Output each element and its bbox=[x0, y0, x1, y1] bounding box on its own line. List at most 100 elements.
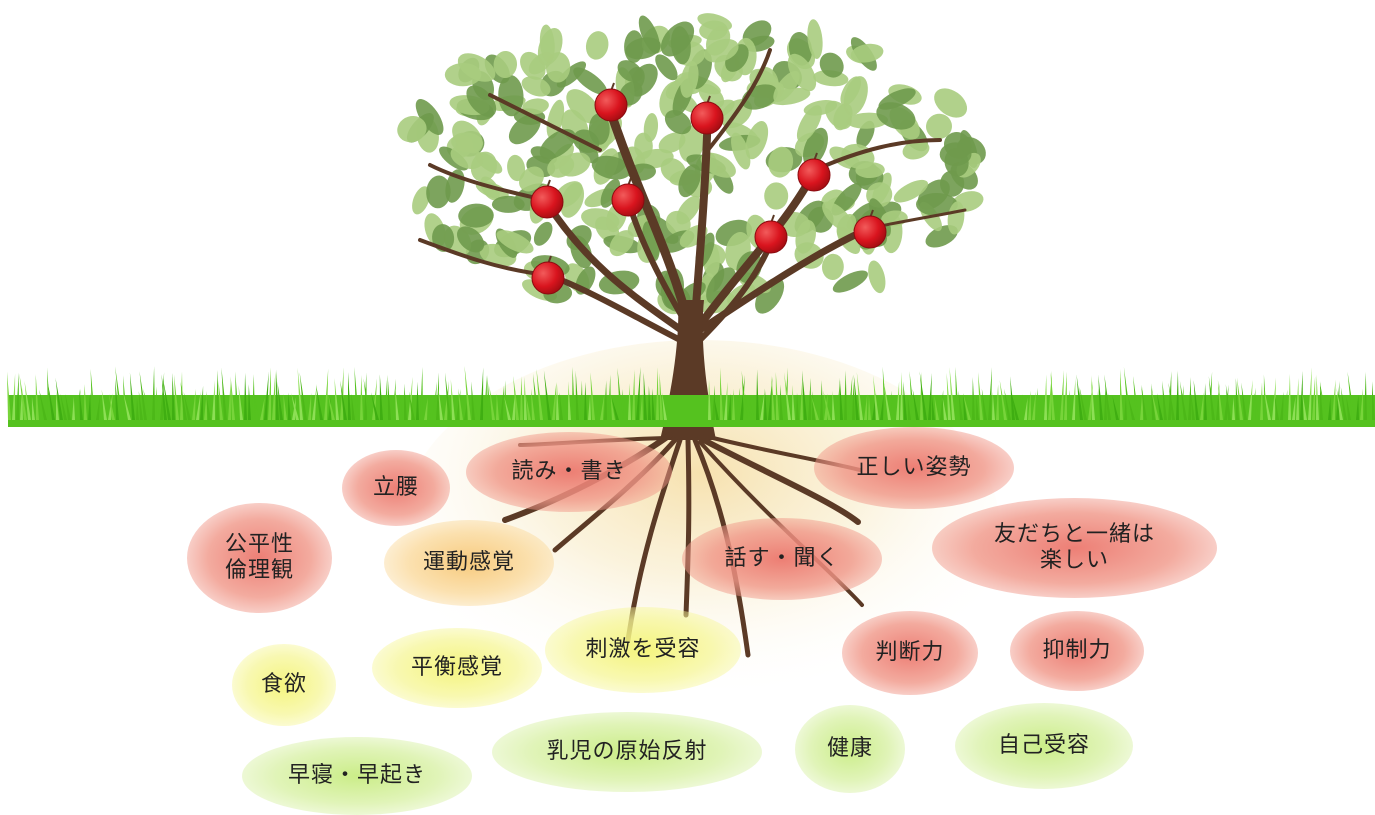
grass-blade bbox=[556, 383, 559, 420]
leaf bbox=[678, 164, 701, 198]
grass-blade bbox=[992, 391, 995, 420]
grass-blade bbox=[531, 388, 535, 420]
leaf bbox=[655, 54, 678, 81]
grass-blade bbox=[732, 389, 735, 420]
grass-blade bbox=[1112, 395, 1119, 420]
leaf bbox=[787, 53, 817, 92]
grass-blade bbox=[536, 368, 543, 420]
grass-blade bbox=[254, 393, 259, 420]
grass-blade bbox=[143, 388, 151, 420]
grass-blade bbox=[7, 371, 11, 420]
grass-blade bbox=[496, 393, 499, 420]
grass-blade bbox=[1176, 370, 1179, 420]
grass-blade bbox=[736, 387, 741, 420]
grass-blade bbox=[1148, 388, 1153, 420]
grass-blade bbox=[172, 372, 175, 420]
leaf bbox=[591, 155, 632, 180]
apple bbox=[690, 101, 724, 135]
grass-blade bbox=[1253, 393, 1259, 420]
grass-blade bbox=[824, 393, 828, 420]
leaf bbox=[660, 21, 695, 57]
grass-blade bbox=[1004, 388, 1011, 420]
grass-blade bbox=[348, 372, 351, 420]
grass-blade bbox=[1032, 392, 1036, 420]
grass-blade bbox=[16, 372, 19, 420]
grass-blade bbox=[978, 372, 983, 420]
leaf bbox=[850, 43, 884, 63]
grass-blade bbox=[628, 383, 631, 420]
grass-blade bbox=[1011, 393, 1019, 420]
grass-blade bbox=[564, 396, 569, 420]
grass-blade bbox=[445, 372, 451, 420]
label-appetite: 食欲 bbox=[232, 644, 336, 726]
leaf bbox=[697, 13, 733, 32]
grass-blade bbox=[1108, 393, 1115, 420]
leaf bbox=[415, 99, 444, 135]
grass-blade bbox=[1072, 378, 1076, 420]
leaf bbox=[902, 140, 930, 160]
grass-blade bbox=[617, 367, 623, 420]
grass-blade bbox=[288, 392, 291, 420]
leaf bbox=[521, 76, 551, 97]
leaf bbox=[944, 148, 969, 177]
grass-blade bbox=[526, 395, 531, 420]
grass-blade bbox=[1235, 377, 1239, 420]
grass-blade bbox=[316, 385, 323, 420]
grass-blade bbox=[96, 396, 100, 420]
grass-blade bbox=[156, 386, 159, 420]
label-waist: 立腰 bbox=[342, 450, 450, 526]
grass-blade bbox=[489, 385, 495, 420]
grass-blade bbox=[713, 396, 719, 420]
grass-blade bbox=[1204, 383, 1207, 420]
grass-blade bbox=[891, 390, 895, 420]
grass-blade bbox=[1096, 388, 1099, 420]
grass-blade bbox=[436, 372, 439, 420]
grass-blade bbox=[238, 385, 243, 420]
grass-blade bbox=[438, 387, 443, 420]
grass-blade bbox=[544, 393, 547, 420]
grass-blade bbox=[196, 391, 201, 420]
leaf bbox=[745, 121, 769, 160]
grass-blade bbox=[928, 372, 932, 420]
leaf bbox=[522, 98, 549, 115]
grass-blade bbox=[1241, 382, 1247, 420]
label-stimulus: 刺激を受容 bbox=[545, 607, 741, 693]
grass-blade bbox=[934, 395, 939, 420]
grass-blade bbox=[260, 397, 265, 420]
leaf bbox=[680, 60, 699, 98]
grass-blade bbox=[580, 380, 583, 420]
grass-blade bbox=[428, 396, 431, 420]
label-speaking: 話す・聞く bbox=[682, 518, 882, 600]
grass-blade bbox=[792, 385, 795, 420]
grass-blade bbox=[708, 379, 711, 420]
grass-blade bbox=[1208, 376, 1215, 420]
grass-blade bbox=[1296, 378, 1299, 420]
leaf bbox=[664, 109, 692, 135]
grass-blade bbox=[873, 375, 879, 420]
grass-blade bbox=[659, 373, 663, 420]
grass-blade bbox=[72, 396, 75, 420]
grass-blade bbox=[1123, 367, 1131, 420]
grass-blade bbox=[1364, 371, 1367, 420]
grass-blade bbox=[1316, 374, 1319, 420]
grass-blade bbox=[868, 395, 871, 420]
grass-blade bbox=[206, 393, 211, 420]
grass-blade bbox=[976, 396, 979, 420]
grass-blade bbox=[360, 375, 363, 420]
grass-blade bbox=[138, 391, 143, 420]
grass-blade bbox=[372, 378, 377, 420]
grass-blade bbox=[949, 367, 955, 420]
grass-blade bbox=[424, 397, 428, 420]
grass-blade bbox=[559, 392, 563, 420]
grass-blade bbox=[1288, 374, 1291, 420]
grass-blade bbox=[39, 389, 47, 420]
grass-blade bbox=[76, 388, 81, 420]
grass-blade bbox=[90, 369, 95, 420]
grass-blade bbox=[351, 393, 355, 420]
grass-blade bbox=[720, 367, 723, 420]
grass-blade bbox=[1120, 369, 1123, 420]
grass-blade bbox=[955, 366, 959, 420]
leaf bbox=[868, 260, 886, 294]
leaf bbox=[412, 186, 430, 215]
grass-blade bbox=[420, 366, 423, 420]
